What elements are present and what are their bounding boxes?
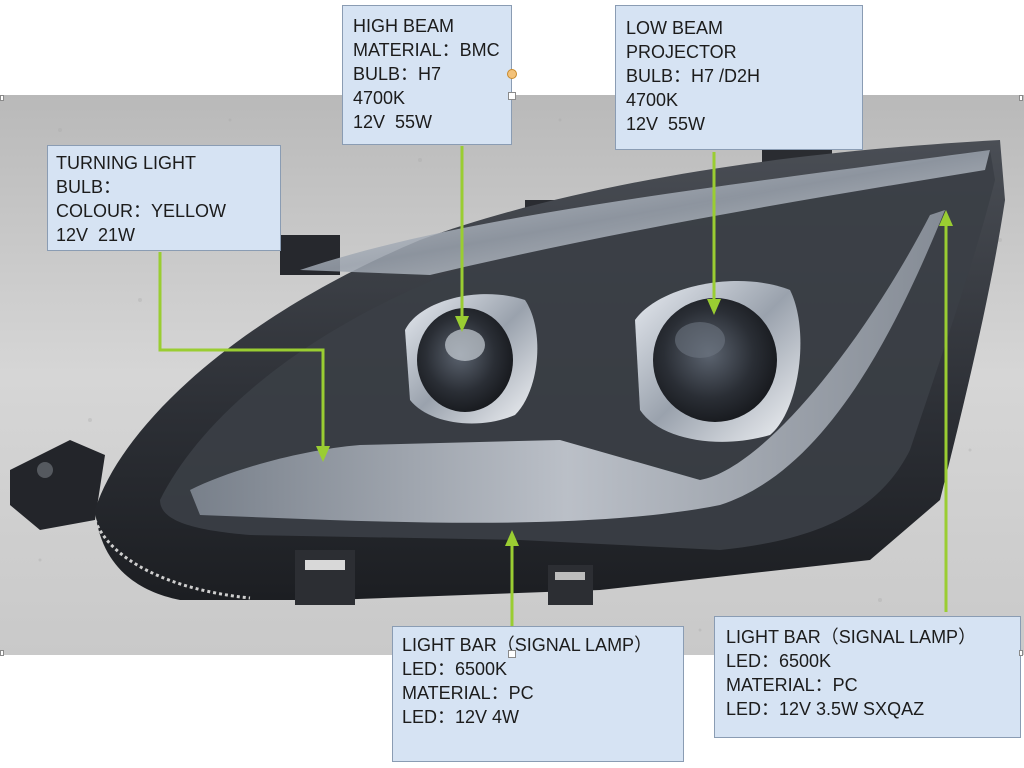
low-beam-callout: LOW BEAM PROJECTOR BULB：H7 /D2H 4700K 12…	[615, 5, 863, 150]
callout-line: 12V 55W	[626, 114, 706, 134]
callout-line: BULB：H7 /D2H	[626, 66, 761, 86]
callout-line: LED：6500K	[726, 651, 832, 671]
light-bar-right-callout: LIGHT BAR（SIGNAL LAMP） LED：6500K MATERIA…	[714, 616, 1021, 738]
light-bar-bottom-callout: LIGHT BAR（SIGNAL LAMP） LED：6500K MATERIA…	[392, 626, 684, 762]
leader-arrowheads	[316, 210, 953, 546]
headlight-housing	[10, 140, 1005, 605]
callout-line: MATERIAL：PC	[726, 675, 858, 695]
callout-line: LED：6500K	[402, 659, 508, 679]
light-bar	[190, 210, 945, 523]
callout-line: BULB：	[56, 177, 122, 197]
resize-handle-icon[interactable]	[507, 69, 517, 79]
resize-handle-icon[interactable]	[0, 95, 4, 101]
callout-line: HIGH BEAM	[353, 16, 455, 36]
callout-line: TURNING LIGHT	[56, 153, 197, 173]
callout-line: 12V 55W	[353, 112, 433, 132]
low-beam-projector	[635, 281, 801, 442]
callout-line: 12V 21W	[56, 225, 136, 245]
callout-line: LOW BEAM	[626, 18, 724, 38]
callout-line: 4700K	[626, 90, 679, 110]
callout-line: LIGHT BAR（SIGNAL LAMP）	[402, 635, 653, 655]
resize-handle-icon[interactable]	[1019, 650, 1023, 656]
resize-handle-icon[interactable]	[0, 650, 4, 656]
callout-line: MATERIAL：BMC	[353, 40, 500, 60]
callout-line: COLOUR：YELLOW	[56, 201, 227, 221]
leader-turning	[158, 252, 325, 452]
callout-line: PROJECTOR	[626, 42, 737, 62]
callout-line: BULB：H7	[353, 64, 442, 84]
callout-line: LIGHT BAR（SIGNAL LAMP）	[726, 627, 977, 647]
high-beam-reflector	[405, 294, 538, 424]
turning-light-callout: TURNING LIGHT BULB： COLOUR：YELLOW 12V 21…	[47, 145, 281, 251]
callout-line: MATERIAL：PC	[402, 683, 534, 703]
callout-line: LED：12V 3.5W SXQAZ	[726, 699, 925, 719]
high-beam-callout: HIGH BEAM MATERIAL：BMC BULB：H7 4700K 12V…	[342, 5, 512, 145]
resize-handle-icon[interactable]	[508, 92, 516, 100]
resize-handle-icon[interactable]	[1019, 95, 1023, 101]
callout-line: LED：12V 4W	[402, 707, 520, 727]
resize-handle-icon[interactable]	[508, 650, 516, 658]
callout-line: 4700K	[353, 88, 406, 108]
leader-lines	[158, 146, 948, 628]
